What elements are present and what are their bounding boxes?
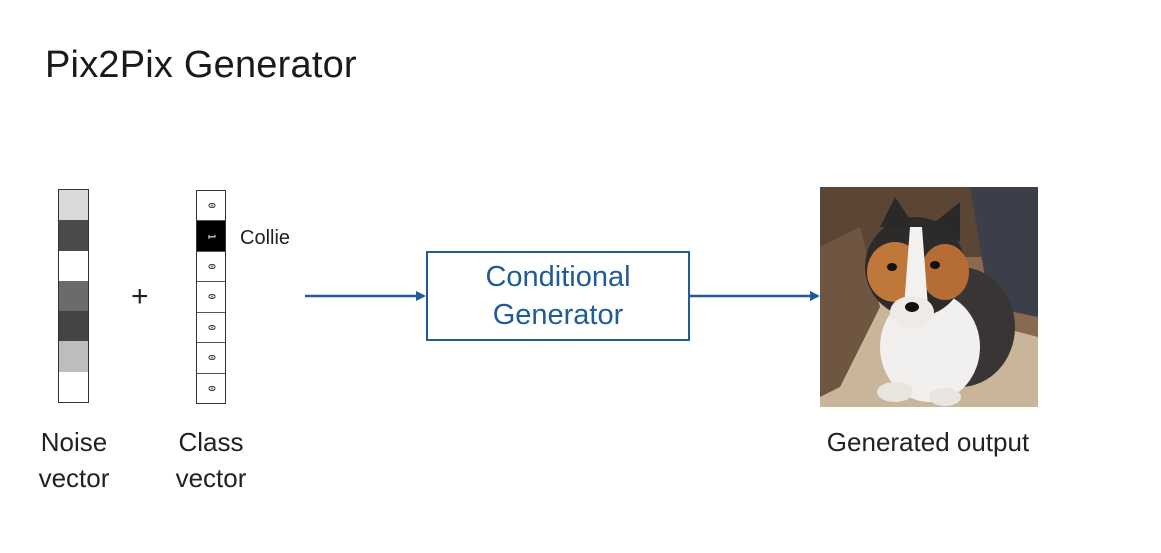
noise-caption-line2: vector bbox=[38, 463, 110, 493]
noise-vector-caption: Noise vector bbox=[20, 424, 128, 496]
noise-caption-line1: Noise bbox=[40, 427, 108, 457]
noise-cell bbox=[59, 371, 88, 402]
class-caption-line1: Class bbox=[178, 427, 244, 457]
noise-cell bbox=[59, 220, 88, 251]
noise-cell bbox=[59, 311, 88, 342]
generator-label-line2: Generator bbox=[492, 299, 624, 331]
noise-cell bbox=[59, 280, 88, 312]
class-cell: 1 bbox=[197, 221, 225, 252]
conditional-generator-box: Conditional Generator bbox=[426, 251, 690, 341]
class-cell: 0 bbox=[197, 282, 225, 313]
class-vector-caption: Class vector bbox=[156, 424, 266, 496]
noise-cell bbox=[59, 190, 88, 221]
class-cell: 0 bbox=[197, 191, 225, 222]
generator-label-line1: Conditional bbox=[485, 261, 631, 293]
class-caption-line2: vector bbox=[175, 463, 247, 493]
generated-output-caption: Generated output bbox=[826, 427, 1030, 457]
collie-dog-photo bbox=[820, 187, 1038, 407]
noise-cell bbox=[59, 341, 88, 372]
noise-vector bbox=[58, 189, 89, 403]
class-cell: 0 bbox=[197, 373, 225, 403]
class-label-collie: Collie bbox=[240, 227, 291, 249]
class-cell: 0 bbox=[197, 343, 225, 374]
slide-title: Pix2Pix Generator bbox=[45, 44, 357, 86]
plus-operator: + bbox=[131, 280, 149, 313]
class-cell: 0 bbox=[197, 312, 225, 344]
noise-cell bbox=[59, 250, 88, 281]
class-cell: 0 bbox=[197, 251, 225, 283]
